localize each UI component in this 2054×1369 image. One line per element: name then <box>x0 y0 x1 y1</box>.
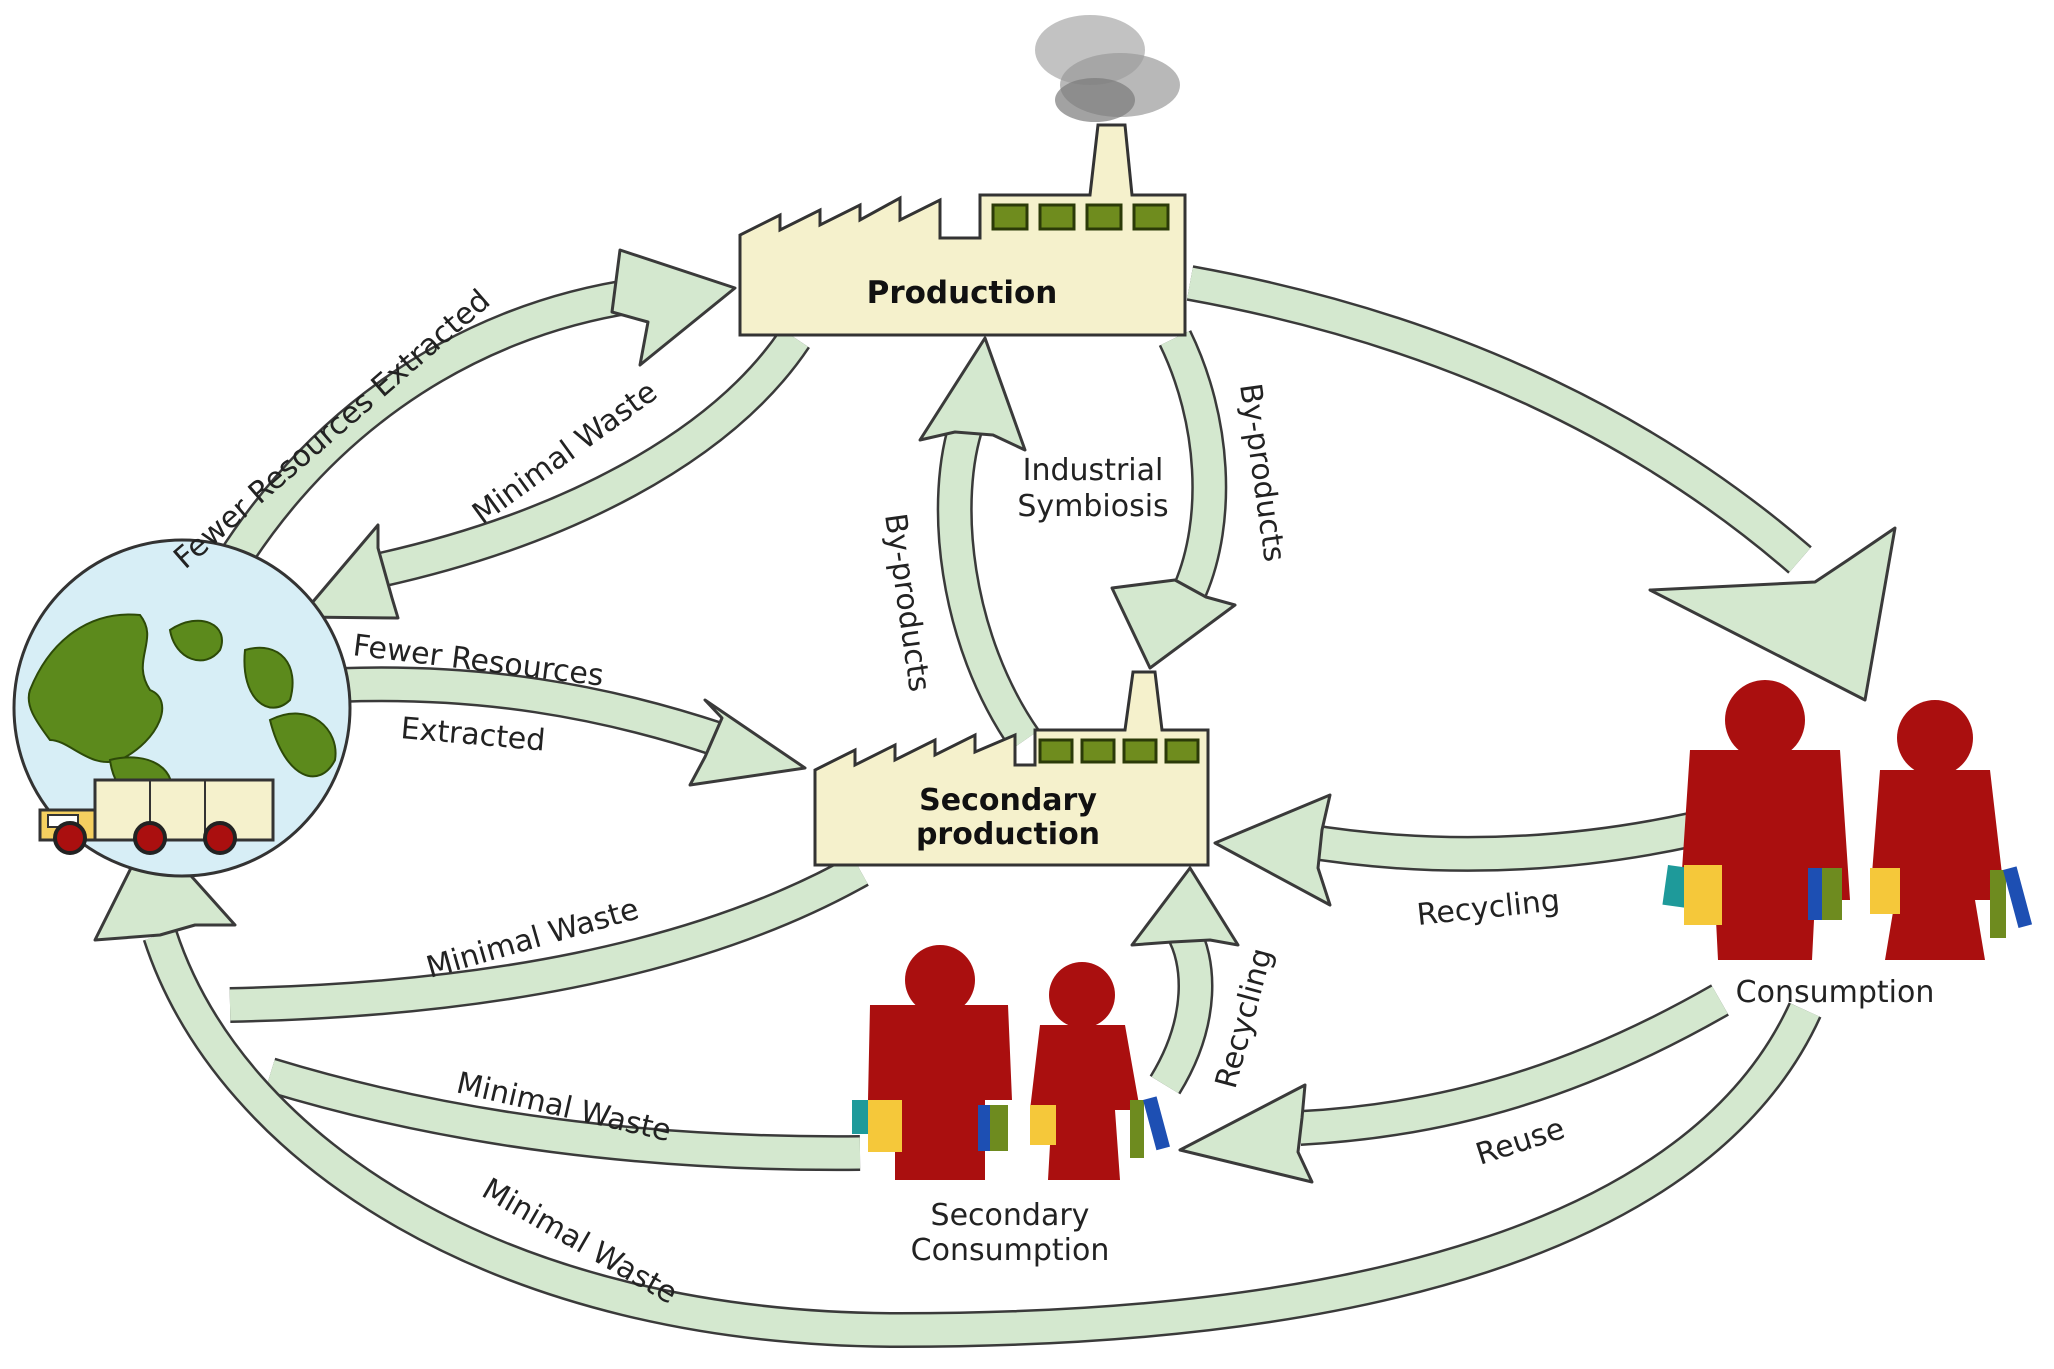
secondary-production-factory <box>813 670 1210 867</box>
production-label: Production <box>867 275 1058 311</box>
arrow-fewer-resources-extracted-top <box>189 248 737 619</box>
secondary-consumption-label-line1: Secondary <box>931 1198 1090 1233</box>
arrow-minimal-waste-mid <box>229 854 869 1023</box>
arrow-production-to-consumption <box>1186 265 1897 702</box>
arrow-by-products-down <box>1110 330 1237 670</box>
secondary-production-label-line2: production <box>916 817 1100 852</box>
secondary-consumption-people-icon <box>852 945 1170 1180</box>
arrow-industrial-symbiosis <box>918 336 1040 751</box>
consumption-people-icon <box>1662 680 2033 960</box>
smoke-icon <box>1035 15 1180 122</box>
consumption-label: Consumption <box>1736 975 1935 1010</box>
arrow-fewer-resources-mid <box>339 666 807 787</box>
label-industrial-symbiosis-line1: Industrial <box>1023 453 1164 488</box>
arrow-minimal-waste-bottom <box>93 828 1822 1349</box>
label-fewer-resources-mid-line2: Extracted <box>399 711 546 759</box>
truck-icon <box>38 778 275 855</box>
production-factory <box>738 123 1187 337</box>
arrows <box>93 248 1897 1349</box>
label-reuse: Reuse <box>1472 1111 1569 1172</box>
arrow-minimal-waste-top <box>298 327 810 620</box>
arrow-recycling-right <box>1213 793 1694 907</box>
arrow-reuse <box>1178 984 1729 1184</box>
label-recycling-right: Recycling <box>1415 883 1561 933</box>
label-industrial-symbiosis-line2: Symbiosis <box>1017 489 1168 524</box>
secondary-production-label-line1: Secondary <box>919 783 1097 818</box>
label-by-products-left: By-products <box>877 511 937 694</box>
label-by-products-right: By-products <box>1232 381 1292 564</box>
label-recycling-center: Recycling <box>1209 944 1280 1092</box>
secondary-consumption-label-line2: Consumption <box>911 1233 1110 1268</box>
label-fewer-resources-extracted-top: Fewer Resources Extracted <box>167 283 497 576</box>
arrow-recycling-center <box>1130 866 1240 1095</box>
arrow-minimal-waste-low <box>264 1057 861 1172</box>
